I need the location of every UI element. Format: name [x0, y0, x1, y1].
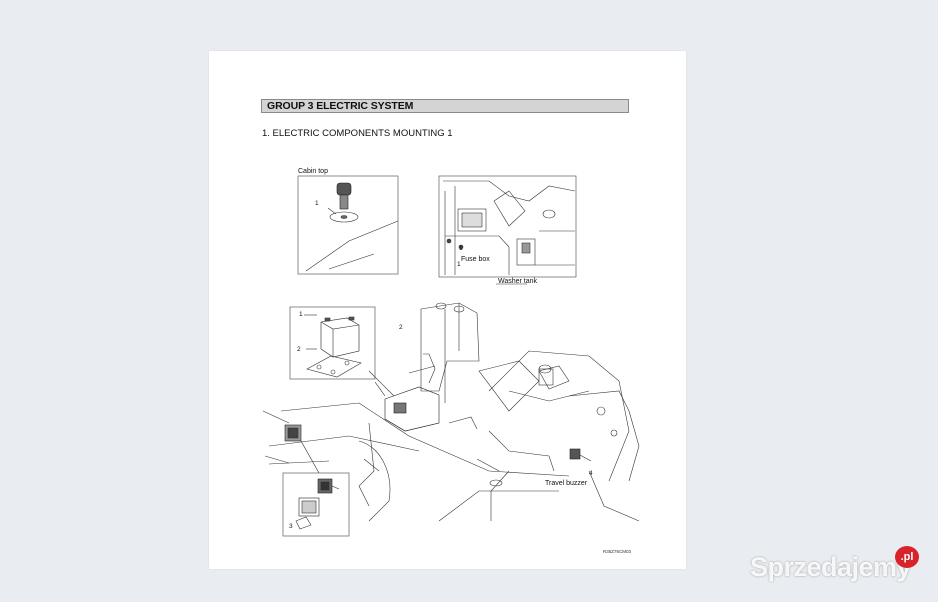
fuse-box-label: Fuse box: [461, 256, 490, 263]
machine-frame-drawing: [268, 302, 640, 522]
section-title: 1. ELECTRIC COMPONENTS MOUNTING 1: [262, 128, 453, 139]
battery-part-number-1: 1: [299, 311, 303, 318]
lamp-part-number-3: 3: [289, 523, 293, 530]
beacon-lamp-drawing: [305, 182, 399, 272]
cabin-top-inset-frame: [297, 175, 399, 275]
washer-tank-label: Washer tank: [498, 278, 538, 285]
group-title: GROUP 3 ELECTRIC SYSTEM: [267, 100, 414, 112]
fuse-box-inset-frame: [438, 175, 577, 278]
work-lamp-drawing: [262, 410, 320, 474]
bracket-part-number-2: 2: [399, 324, 403, 331]
cabin-top-label: Cabin top: [298, 168, 328, 175]
battery-inset-frame: [289, 306, 376, 380]
battery-part-number-2: 2: [297, 346, 301, 353]
travel-buzzer-drawing: [569, 448, 592, 462]
buzzer-part-number-4: 4: [589, 470, 593, 477]
cabin-part-number: 1: [315, 200, 319, 207]
group-title-bar: GROUP 3 ELECTRIC SYSTEM: [261, 99, 629, 113]
work-lamp-inset-frame: [282, 472, 350, 537]
watermark-text: Sprzedajemy: [750, 552, 912, 582]
fuse-part-number-b: 1: [457, 261, 461, 268]
fuse-box-drawing: [443, 180, 576, 285]
battery-drawing: [304, 314, 362, 378]
manual-page: GROUP 3 ELECTRIC SYSTEM 1. ELECTRIC COMP…: [209, 51, 686, 569]
watermark-badge: .pl: [895, 546, 919, 568]
figure-code: R35Z76CM03: [603, 549, 632, 554]
work-lamp-inset-drawing: [295, 478, 340, 530]
electric-components-illustration: [262, 175, 640, 537]
fuse-part-number-a: 1: [459, 245, 463, 252]
travel-buzzer-label: Travel buzzer: [545, 480, 588, 487]
